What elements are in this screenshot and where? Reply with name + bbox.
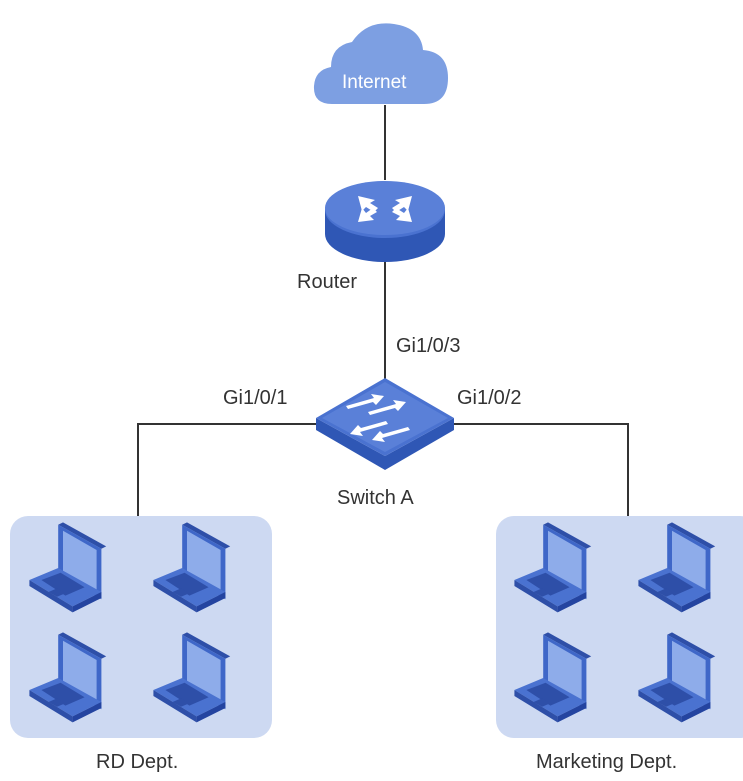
group-rd-label: RD Dept. (96, 751, 179, 773)
router-label: Router (297, 271, 358, 293)
switch-icon (316, 378, 454, 470)
port-label-left: Gi1/0/1 (223, 387, 288, 409)
connection-lines (137, 105, 629, 516)
port-label-uplink: Gi1/0/3 (396, 335, 461, 357)
internet-label: Internet (342, 72, 407, 93)
link-switch-marketing (452, 423, 629, 516)
group-marketing-label: Marketing Dept. (536, 751, 678, 773)
group-rd (10, 516, 272, 738)
group-marketing (496, 516, 743, 738)
cloud-icon (313, 23, 448, 105)
router-icon (325, 181, 445, 262)
link-switch-rd (137, 423, 318, 516)
port-label-right: Gi1/0/2 (457, 387, 522, 409)
switch-label: Switch A (337, 487, 414, 509)
